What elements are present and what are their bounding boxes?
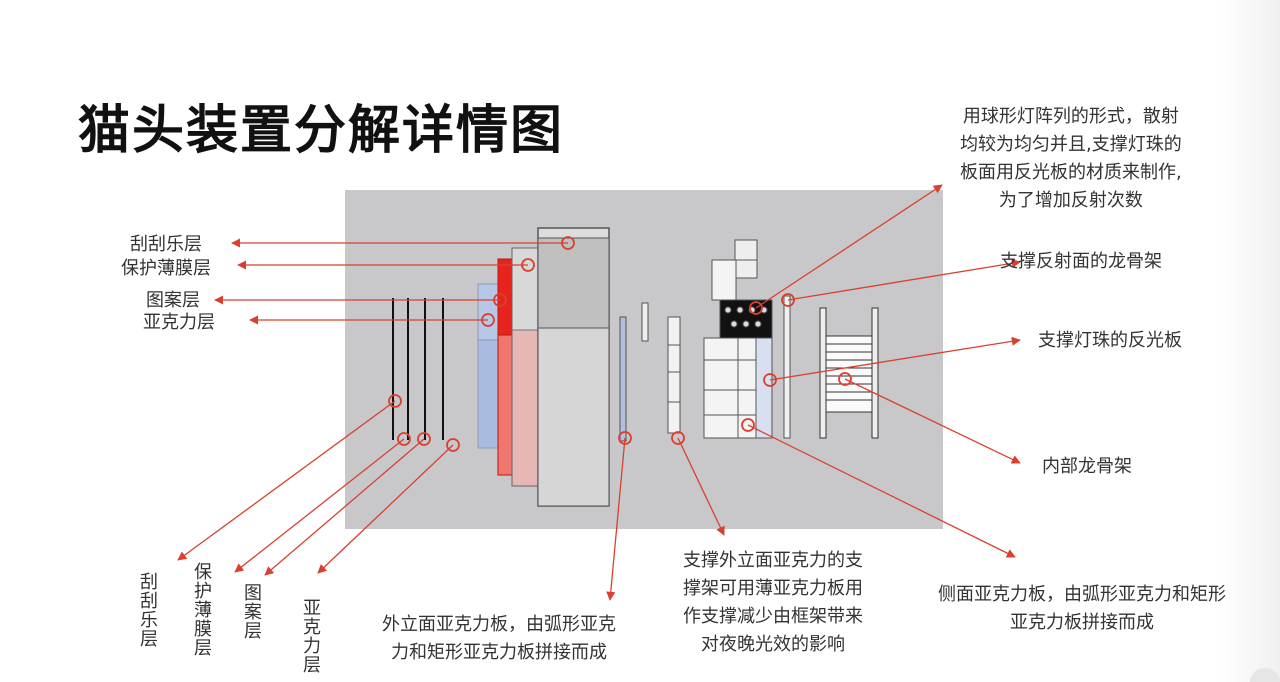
- support-bracket: [667, 316, 681, 434]
- note-lamp-array: 用球形灯阵列的形式，散射 均较为均匀并且,支撑灯珠的 板面用反光板的材质来制作,…: [960, 106, 1182, 211]
- label-inner-skeleton: 内部龙骨架: [1042, 456, 1132, 477]
- label-scratch-layer: 刮刮乐层: [130, 234, 202, 255]
- thin-layers: [392, 298, 444, 440]
- outer-acrylic-plate: [619, 316, 627, 442]
- note-support-frame: 支撑外立面亚克力的支 撑架可用薄亚克力板用 作支撑减少由框架带来 对夜晚光效的影…: [683, 550, 863, 655]
- page-title: 猫头装置分解详情图: [78, 101, 565, 161]
- label-film-layer: 保护薄膜层: [121, 258, 211, 279]
- lamp-box-assembly: [703, 239, 773, 439]
- vlabel-scratch-layer: 刮刮乐层: [137, 572, 158, 648]
- inner-skeleton: [819, 307, 879, 439]
- label-pattern-layer: 图案层: [146, 290, 200, 311]
- page-edge-shadow: [1220, 0, 1280, 682]
- callout-arrows: [177, 184, 1021, 601]
- callout-markers: [388, 236, 852, 452]
- vlabel-film-layer: 保护薄膜层: [191, 562, 212, 657]
- label-acrylic-layer: 亚克力层: [143, 312, 215, 333]
- reflector-plate: [783, 295, 791, 439]
- corner-control: [1250, 668, 1280, 682]
- note-side-acrylic: 侧面亚克力板，由弧形亚克力和矩形 亚克力板拼接而成: [938, 584, 1226, 633]
- note-outer-acrylic: 外立面亚克力板，由弧形亚克 力和矩形亚克力板拼接而成: [382, 614, 616, 663]
- small-bracket-top: [641, 302, 649, 342]
- vlabel-acrylic-layer: 亚克力层: [300, 598, 321, 674]
- label-lamp-reflector: 支撑灯珠的反光板: [1038, 330, 1182, 351]
- label-reflector-skeleton: 支撑反射面的龙骨架: [1000, 251, 1162, 272]
- vlabel-pattern-layer: 图案层: [241, 583, 262, 640]
